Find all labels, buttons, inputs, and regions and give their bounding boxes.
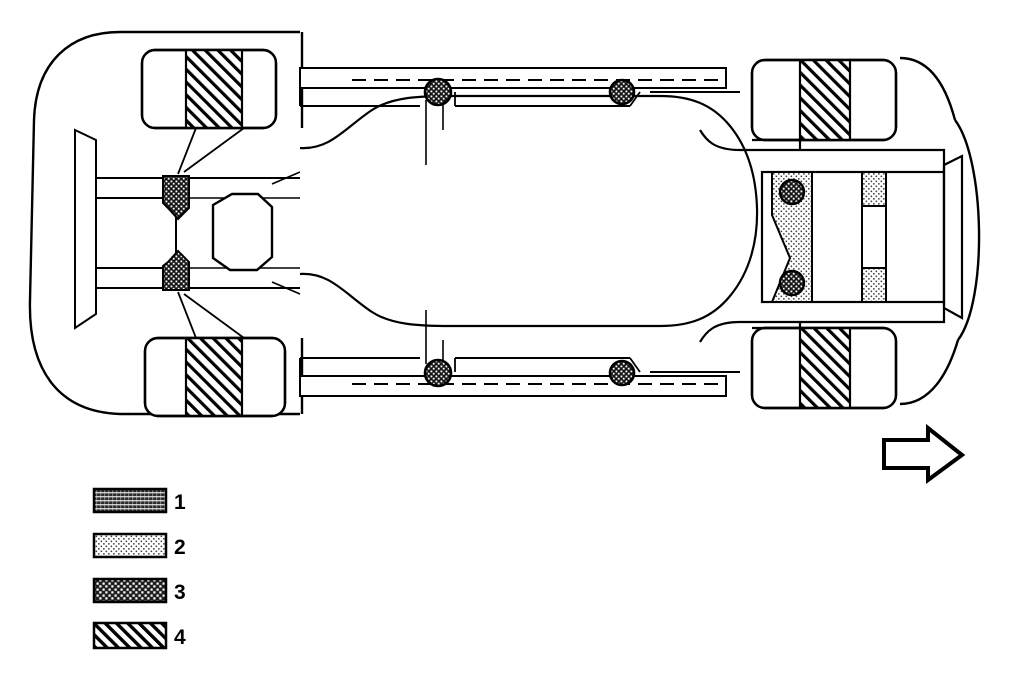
legend-swatch-1 xyxy=(92,487,168,514)
floor-pan-outline xyxy=(299,94,759,328)
legend-label-3: 3 xyxy=(174,581,186,604)
leader-lines xyxy=(177,127,245,339)
rear-mount-bolt-upper xyxy=(778,178,806,206)
rear-strip-insert-lower xyxy=(861,267,887,303)
forward-direction-arrow xyxy=(882,423,966,484)
dashed-reference-lines xyxy=(352,79,720,385)
rail-fastener-front-right xyxy=(423,358,453,388)
legend-label-2: 2 xyxy=(174,536,186,559)
wheel-front-right xyxy=(750,58,898,142)
legend-swatch-4 xyxy=(92,621,168,650)
material-pattern-legend: 1 2 3 4 xyxy=(92,487,186,650)
subframe-bushing-front-left xyxy=(162,175,190,221)
rail-fastener-rear-right xyxy=(608,359,636,387)
wheel-front-left xyxy=(140,48,278,130)
legend-swatch-2 xyxy=(92,532,168,559)
side-sill-lower xyxy=(299,357,740,397)
wheel-rear-right xyxy=(750,326,898,410)
rail-fastener-front-left xyxy=(423,77,453,107)
octagon-panel xyxy=(211,192,274,272)
legend-item-2: 2 xyxy=(92,532,186,559)
legend-item-4: 4 xyxy=(92,621,186,650)
legend-label-4: 4 xyxy=(174,626,186,649)
rail-fastener-rear-left xyxy=(608,78,636,106)
legend-swatch-3 xyxy=(92,577,168,604)
legend-label-1: 1 xyxy=(174,491,186,514)
subframe-bushing-front-right xyxy=(162,249,190,291)
legend-item-1: 1 xyxy=(92,487,186,514)
front-crossmember-assembly xyxy=(74,128,301,330)
rear-strip-insert-upper xyxy=(861,171,887,207)
rear-wheelwell-connectors xyxy=(699,129,802,343)
legend-item-3: 3 xyxy=(92,577,186,604)
rear-mount-bolt-lower xyxy=(778,269,806,297)
rear-mount-pad-stipple xyxy=(770,171,813,303)
wheel-rear-left xyxy=(143,336,287,418)
